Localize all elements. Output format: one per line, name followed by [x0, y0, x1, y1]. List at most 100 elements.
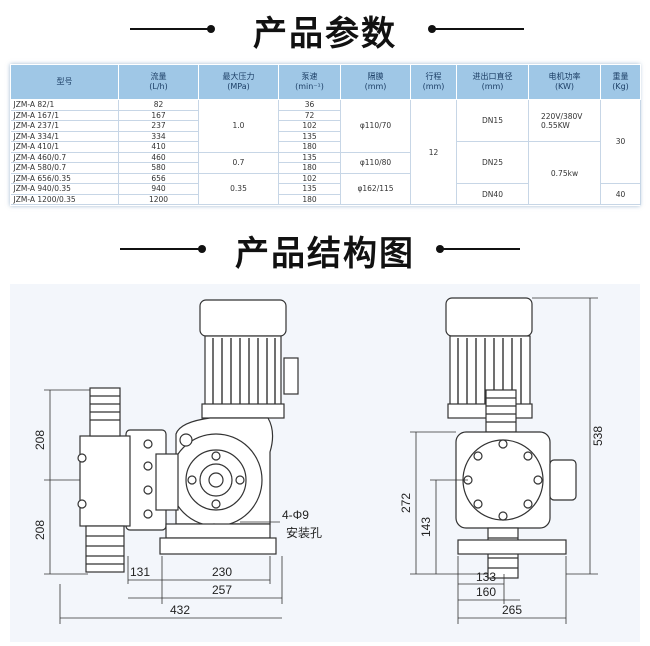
side-stroke-knob	[549, 459, 577, 501]
dim-257: 257	[212, 583, 232, 597]
cell-weight: 40	[600, 183, 641, 205]
dim-133: 133	[476, 570, 496, 584]
cell-model: JZM-A 940/0.35	[10, 183, 119, 195]
front-view	[77, 299, 299, 573]
table-row: JZM-A 237/1 237 102	[10, 120, 641, 132]
dim-265: 265	[502, 603, 522, 617]
motor-flange	[201, 403, 285, 419]
table-row: JZM-A 1200/0.35 1200 180	[10, 194, 641, 205]
side-motor-fan-cap	[445, 297, 533, 337]
table-row: JZM-A 167/1 167 72	[10, 110, 641, 121]
dim-143: 143	[419, 517, 433, 537]
header-motor: 电机功率(KW)	[528, 64, 601, 100]
cover-bolt	[211, 451, 221, 461]
cell-flow: 460	[118, 152, 199, 163]
bottom-valve	[85, 525, 125, 573]
cell-model: JZM-A 237/1	[10, 120, 119, 132]
params-table: 型号 流量(L/h) 最大压力(MPa) 泵速(min⁻¹) 隔膜(mm) 行程…	[10, 64, 641, 205]
cell-model: JZM-A 82/1	[10, 99, 119, 111]
cell-diaphragm: φ110/70	[340, 99, 411, 153]
side-base-plate	[457, 539, 567, 555]
dim-432: 432	[170, 603, 190, 617]
table-row: JZM-A 460/0.7 460 0.7 135 φ110/80	[10, 152, 641, 174]
cell-flow: 940	[118, 183, 199, 195]
cell-flow: 656	[118, 173, 199, 184]
dim-160: 160	[476, 585, 496, 599]
bottom-valve-threads	[86, 535, 124, 565]
header-dot-left	[207, 25, 215, 33]
structure-drawing: 208 208 131 230 257 432 4-Φ9 安装孔	[0, 284, 650, 642]
cell-speed: 180	[278, 141, 341, 153]
cell-speed: 102	[278, 120, 341, 132]
header-rule-left	[120, 248, 202, 250]
cover-bolt	[211, 499, 221, 509]
header-speed: 泵速(min⁻¹)	[278, 64, 341, 100]
table-header-row: 型号 流量(L/h) 最大压力(MPa) 泵速(min⁻¹) 隔膜(mm) 行程…	[10, 64, 641, 100]
cell-speed: 180	[278, 162, 341, 174]
structure-section-header: 产品结构图	[0, 226, 650, 274]
dim-131: 131	[130, 565, 150, 579]
cell-model: JZM-A 656/0.35	[10, 173, 119, 184]
cell-flow: 82	[118, 99, 199, 111]
cover-bolt	[235, 475, 245, 485]
side-top-valve-threads	[486, 397, 516, 423]
cell-flow: 410	[118, 141, 199, 153]
motor-fan-cap	[199, 299, 287, 337]
cell-pressure: 1.0	[198, 99, 279, 153]
cell-diaphragm: φ162/115	[340, 173, 411, 205]
table-row: JZM-A 334/1 334 135	[10, 131, 641, 142]
hole-label: 安装孔	[286, 525, 322, 540]
cell-speed: 135	[278, 183, 341, 195]
header-stroke: 行程(mm)	[410, 64, 457, 100]
stroke-knob-center	[208, 472, 224, 488]
cell-model: JZM-A 167/1	[10, 110, 119, 121]
side-dimensions	[410, 297, 598, 624]
side-top-valve	[485, 389, 517, 433]
params-section-header: 产品参数	[0, 6, 650, 54]
pump-base	[165, 523, 271, 539]
header-diaphragm: 隔膜(mm)	[340, 64, 411, 100]
cell-speed: 36	[278, 99, 341, 111]
motor-body	[204, 335, 282, 407]
cell-motor: 0.75kw	[528, 141, 601, 205]
dim-230: 230	[212, 565, 232, 579]
motor-fins	[212, 338, 276, 404]
cell-port: DN25	[456, 141, 529, 184]
cell-speed: 72	[278, 110, 341, 121]
table-row: JZM-A 580/0.7 580 180	[10, 162, 641, 174]
pump-drawing-svg: 208 208 131 230 257 432 4-Φ9 安装孔	[10, 284, 640, 642]
table-row: JZM-A 82/1 82 1.0 36 φ110/70 12 DN15 220…	[10, 99, 641, 205]
cell-speed: 180	[278, 194, 341, 205]
side-motor-fins	[457, 338, 522, 404]
cell-speed: 102	[278, 173, 341, 184]
cell-model: JZM-A 410/1	[10, 141, 119, 153]
cell-speed: 135	[278, 131, 341, 142]
table-row: JZM-A 656/0.35 656 0.35 102 φ162/115	[10, 173, 641, 205]
header-model: 型号	[10, 64, 119, 100]
cell-flow: 1200	[118, 194, 199, 205]
cell-flow: 237	[118, 120, 199, 132]
header-rule-right	[432, 28, 524, 30]
oil-cap	[179, 433, 193, 447]
dim-272: 272	[399, 493, 413, 513]
header-rule-left	[130, 28, 210, 30]
params-title: 产品参数	[253, 14, 397, 54]
cell-model: JZM-A 580/0.7	[10, 162, 119, 174]
cell-model: JZM-A 334/1	[10, 131, 119, 142]
dim-208-bottom: 208	[33, 520, 47, 540]
cell-port: DN15	[456, 99, 529, 142]
cell-stroke: 12	[410, 99, 457, 205]
terminal-box	[283, 357, 299, 395]
side-view	[445, 297, 577, 579]
cell-motor: 220V/380V 0.55KW	[528, 99, 601, 142]
side-diaphragm-cover	[462, 439, 544, 521]
cell-flow: 580	[118, 162, 199, 174]
dim-538: 538	[591, 426, 605, 446]
table-row: JZM-A 410/1 410 180 DN25 0.75kw	[10, 141, 641, 205]
cell-pressure: 0.35	[198, 173, 279, 205]
table-row: JZM-A 940/0.35 940 135 DN40 40	[10, 183, 641, 205]
header-dot-left	[198, 245, 206, 253]
cell-model: JZM-A 460/0.7	[10, 152, 119, 163]
header-flow: 流量(L/h)	[118, 64, 199, 100]
base-plate	[159, 537, 277, 555]
